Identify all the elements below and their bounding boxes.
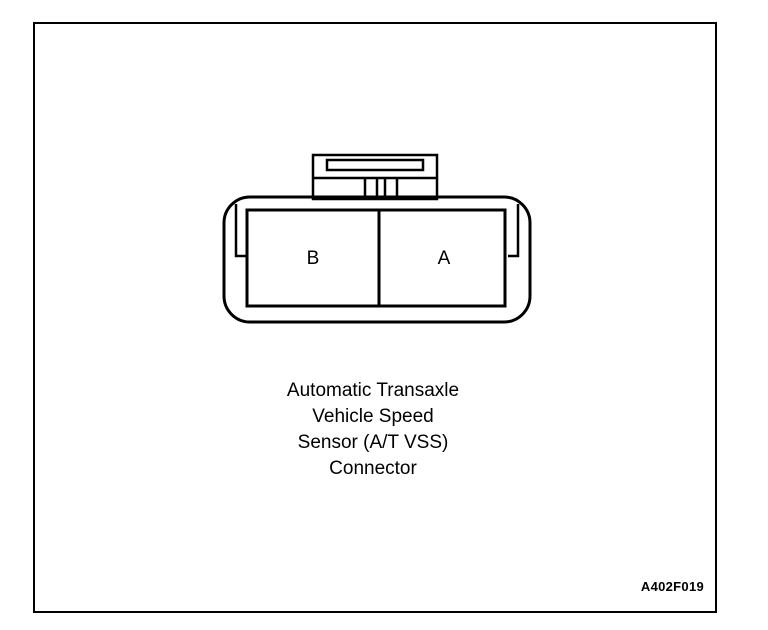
caption-line-1: Automatic Transaxle bbox=[286, 380, 460, 401]
connector-housing bbox=[222, 195, 532, 324]
diagram-border-frame bbox=[33, 22, 717, 613]
locking-tab-slot bbox=[325, 158, 425, 172]
figure-code: A402F019 bbox=[640, 579, 704, 594]
housing-right-key bbox=[508, 204, 520, 258]
caption-line-3: Sensor (A/T VSS) bbox=[297, 432, 449, 453]
diagram-caption: Automatic Transaxle Vehicle Speed Sensor… bbox=[223, 378, 523, 482]
locking-tab bbox=[311, 153, 439, 201]
housing-outer-shell bbox=[222, 195, 532, 324]
pin-label-b: B bbox=[307, 248, 320, 269]
housing-left-key bbox=[234, 204, 246, 258]
caption-line-2: Vehicle Speed bbox=[312, 406, 434, 427]
caption-line-4: Connector bbox=[329, 458, 417, 479]
pin-label-a: A bbox=[438, 248, 451, 269]
terminal-cavity-frame bbox=[245, 208, 507, 308]
